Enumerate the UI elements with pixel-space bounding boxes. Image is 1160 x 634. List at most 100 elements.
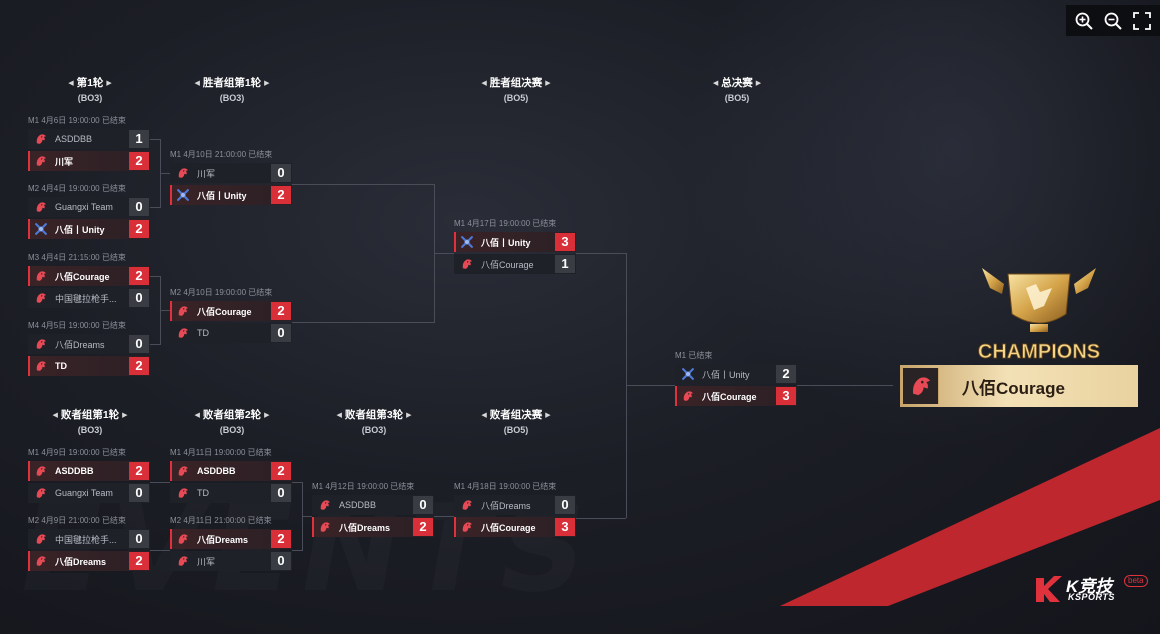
round-header-lb-r1: ◀败者组第1轮▶ (BO3)	[20, 408, 160, 437]
team-name: TD	[55, 361, 67, 371]
chevron-left-icon[interactable]: ◀	[194, 80, 200, 87]
chevron-left-icon[interactable]: ◀	[52, 412, 58, 419]
team-score: 2	[129, 267, 149, 285]
ksports-brand: K竞技 KSPORTS beta	[1034, 572, 1154, 606]
dragon-logo-icon	[176, 464, 190, 478]
zoom-in-icon[interactable]	[1072, 9, 1096, 33]
chevron-left-icon[interactable]: ◀	[194, 412, 200, 419]
cross-logo-icon	[460, 235, 474, 249]
chevron-left-icon[interactable]: ◀	[481, 80, 487, 87]
chevron-right-icon[interactable]: ▶	[545, 80, 551, 87]
champion-card[interactable]: 八佰Courage	[900, 365, 1138, 407]
team-name: 八佰丨Unity	[702, 369, 750, 380]
chevron-right-icon[interactable]: ▶	[264, 80, 270, 87]
team-name: 八佰丨Unity	[55, 224, 105, 235]
chevron-left-icon[interactable]: ◀	[712, 80, 719, 87]
team-name: 八佰丨Unity	[481, 237, 531, 248]
team-score: 1	[129, 130, 149, 148]
zoom-toolbar	[1066, 5, 1160, 36]
fullscreen-icon[interactable]	[1130, 9, 1154, 33]
team-name: ASDDBB	[197, 466, 236, 476]
team-score: 2	[129, 462, 149, 480]
team-name: ASDDBB	[339, 500, 377, 510]
team-name: 八佰Courage	[55, 271, 110, 282]
round-title: 第1轮	[76, 77, 104, 89]
team-score: 0	[413, 496, 433, 514]
chevron-right-icon[interactable]: ▶	[406, 412, 412, 419]
team-row[interactable]: 中国毽拉枪手...0	[28, 288, 150, 308]
team-score: 0	[271, 552, 291, 570]
dragon-logo-icon	[34, 359, 48, 373]
chevron-right-icon[interactable]: ▶	[545, 412, 551, 419]
round-header-lb-r2: ◀败者组第2轮▶ (BO3)	[162, 408, 302, 437]
chevron-right-icon[interactable]: ▶	[106, 80, 112, 87]
team-score: 0	[129, 289, 149, 307]
team-name: 八佰丨Unity	[197, 190, 247, 201]
chevron-left-icon[interactable]: ◀	[68, 80, 74, 87]
team-row[interactable]: 八佰Courage 2	[28, 266, 150, 286]
bracket-connector	[150, 276, 160, 277]
bracket-connector	[434, 253, 454, 254]
round-format: (BO3)	[77, 93, 103, 103]
team-row[interactable]: ASDDBB 0	[312, 495, 434, 515]
team-name: 八佰Courage	[481, 259, 534, 270]
team-row[interactable]: Guangxi Team 0	[28, 197, 150, 217]
team-score: 0	[271, 324, 291, 342]
team-name: Guangxi Team	[55, 202, 113, 212]
team-score: 0	[129, 198, 149, 216]
round-title: 胜者组决赛	[489, 77, 543, 89]
chevron-right-icon[interactable]: ▶	[264, 412, 270, 419]
team-name: 中国毽拉枪手...	[55, 534, 117, 545]
dragon-logo-icon	[460, 498, 474, 512]
team-row[interactable]: 中国毽拉枪手...0	[28, 529, 150, 549]
chevron-right-icon[interactable]: ▶	[122, 412, 128, 419]
team-row[interactable]: 八佰丨Unity 2	[28, 219, 150, 239]
team-score: 2	[129, 220, 149, 238]
round-title: 败者组第1轮	[60, 409, 120, 421]
bracket-connector	[150, 139, 160, 140]
zoom-out-icon[interactable]	[1101, 9, 1125, 33]
chevron-right-icon[interactable]: ▶	[755, 80, 762, 87]
round-format: (BO3)	[219, 93, 245, 103]
chevron-left-icon[interactable]: ◀	[336, 412, 342, 419]
team-name: 八佰Courage	[702, 391, 757, 402]
match-meta: M2 4月9日 21:00:00 已结束	[28, 516, 126, 525]
chevron-left-icon[interactable]: ◀	[481, 412, 487, 419]
